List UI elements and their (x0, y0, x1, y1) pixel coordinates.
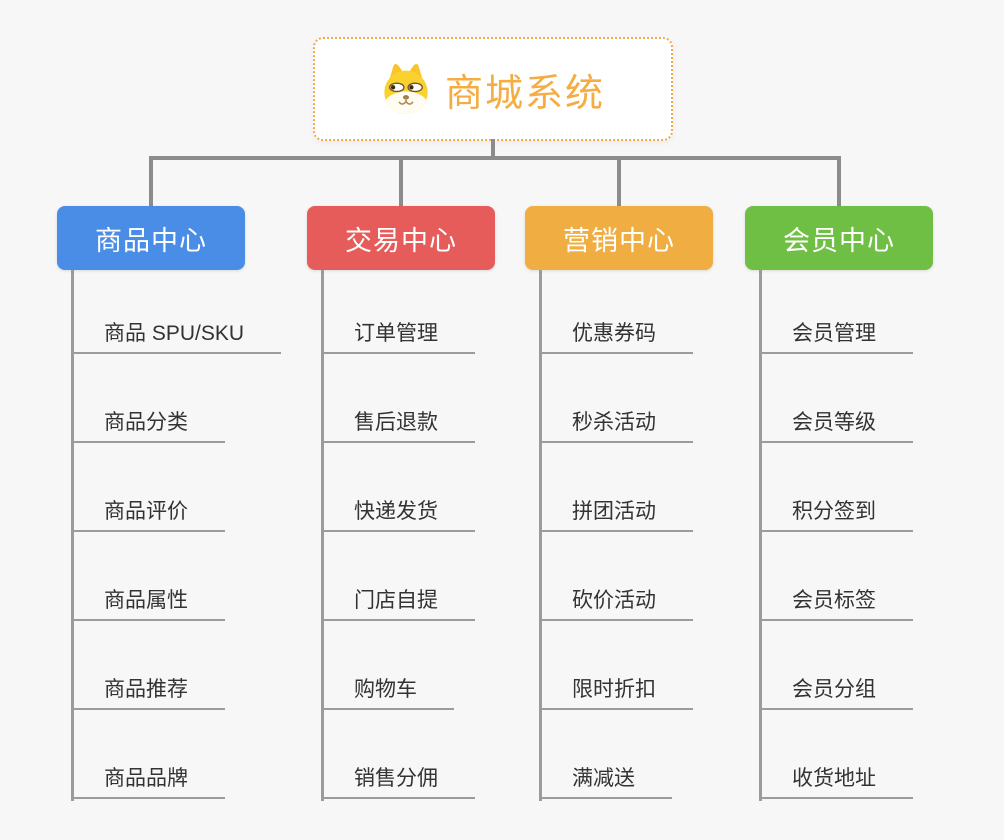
topic-item[interactable]: 商品推荐 (71, 672, 225, 710)
topic-item[interactable]: 门店自提 (321, 583, 475, 621)
topic-item[interactable]: 商品属性 (71, 583, 225, 621)
topic-item[interactable]: 商品 SPU/SKU (71, 316, 282, 354)
dog-face-icon (384, 64, 428, 114)
branch-trunk-line (539, 270, 542, 801)
topic-item[interactable]: 会员管理 (759, 316, 913, 354)
topic-item[interactable]: 销售分佣 (321, 761, 475, 799)
branch-trunk-line (321, 270, 324, 801)
topic-item[interactable]: 满减送 (539, 761, 672, 799)
branch-topic[interactable]: 会员中心 (745, 206, 933, 270)
branch-trade-center: 交易中心 订单管理 售后退款 快递发货 门店自提 购物车 销售分佣 (307, 206, 557, 801)
topic-item[interactable]: 限时折扣 (539, 672, 693, 710)
connector-bus-line (149, 156, 841, 160)
topic-item[interactable]: 秒杀活动 (539, 405, 693, 443)
branch-trunk-line (759, 270, 762, 801)
topic-item[interactable]: 商品分类 (71, 405, 225, 443)
topic-item[interactable]: 会员等级 (759, 405, 913, 443)
topic-item[interactable]: 商品品牌 (71, 761, 225, 799)
branch-marketing-center: 营销中心 优惠券码 秒杀活动 拼团活动 砍价活动 限时折扣 满减送 (525, 206, 775, 801)
branch-topic[interactable]: 商品中心 (57, 206, 245, 270)
connector-drop-line (617, 158, 621, 206)
connector-drop-line (399, 158, 403, 206)
topic-item[interactable]: 售后退款 (321, 405, 475, 443)
branch-trunk-line (71, 270, 74, 801)
topic-item[interactable]: 快递发货 (321, 494, 475, 532)
branch-topic[interactable]: 交易中心 (307, 206, 495, 270)
topic-item[interactable]: 订单管理 (321, 316, 475, 354)
topic-item[interactable]: 会员分组 (759, 672, 913, 710)
topic-item[interactable]: 积分签到 (759, 494, 913, 532)
root-topic-label: 商城系统 (444, 72, 605, 115)
branch-product-center: 商品中心 商品 SPU/SKU 商品分类 商品评价 商品属性 商品推荐 商品品牌 (57, 206, 307, 801)
topic-item[interactable]: 会员标签 (759, 583, 913, 621)
topic-item[interactable]: 拼团活动 (539, 494, 693, 532)
branch-member-center: 会员中心 会员管理 会员等级 积分签到 会员标签 会员分组 收货地址 (745, 206, 995, 801)
connector-drop-line (149, 158, 153, 206)
connector-drop-line (837, 158, 841, 206)
topic-item[interactable]: 商品评价 (71, 494, 225, 532)
root-topic[interactable]: 商城系统 (313, 37, 673, 141)
branch-topic[interactable]: 营销中心 (525, 206, 713, 270)
connector-root-stem (491, 139, 495, 158)
topic-item[interactable]: 砍价活动 (539, 583, 693, 621)
topic-item[interactable]: 收货地址 (759, 761, 913, 799)
topic-item[interactable]: 优惠券码 (539, 316, 693, 354)
topic-item[interactable]: 购物车 (321, 672, 454, 710)
